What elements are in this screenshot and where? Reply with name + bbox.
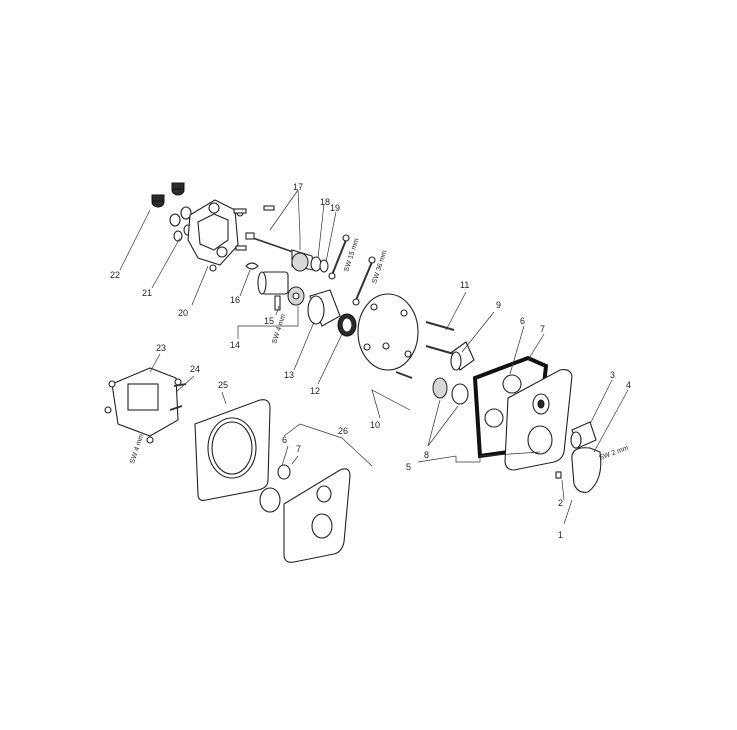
part-26-trim-plate — [283, 468, 351, 563]
part-16-spring-clip — [245, 262, 259, 270]
callout-13: 13 — [284, 370, 294, 380]
callout-23: 23 — [156, 343, 166, 353]
part-15-allen-key — [274, 295, 281, 311]
wrench-sw36 — [352, 256, 376, 306]
callout-12: 12 — [310, 386, 320, 396]
part-23-rough-in-body — [104, 367, 187, 444]
part-17-cartridge — [245, 232, 315, 272]
part-12-ring — [337, 313, 357, 337]
part-3-sleeve — [570, 421, 597, 449]
part-10-round-plate — [357, 293, 419, 371]
callout-20: 20 — [178, 308, 188, 318]
callout-9: 9 — [496, 300, 501, 310]
callout-26: 26 — [338, 426, 348, 436]
callout-11: 11 — [460, 280, 469, 290]
leader-lines — [119, 189, 629, 525]
tool-label-sw2: SW 2 mm — [598, 445, 629, 462]
part-8-nut-seal — [432, 377, 469, 405]
part-25-mounting-frame — [194, 399, 271, 501]
callout-25: 25 — [218, 380, 228, 390]
callout-14: 14 — [230, 340, 240, 350]
part-6-7-lower-seals — [259, 464, 291, 513]
tool-label-sw4-lower: SW 4 mm — [129, 433, 145, 465]
part-9-cylinder — [450, 341, 475, 371]
tool-label-sw36: SW 36 mm — [371, 249, 388, 284]
callout-18: 18 — [320, 197, 330, 207]
callout-6: 6 — [520, 316, 525, 326]
callout-19: 19 — [330, 203, 340, 213]
callout-2: 2 — [558, 498, 563, 508]
callout-5: 5 — [406, 462, 411, 472]
part-20-mixer-body — [187, 199, 244, 272]
part-4-lever-handle — [571, 447, 602, 493]
part-13-sleeve — [307, 289, 341, 327]
part-5-cover-plate — [504, 369, 573, 471]
part-18-19-nuts — [310, 256, 329, 273]
part-22-caps — [151, 182, 185, 208]
wrench-sw15 — [328, 234, 350, 280]
callout-6-lower: 6 — [282, 435, 287, 445]
callout-10: 10 — [370, 420, 380, 430]
callout-15: 15 — [264, 316, 274, 326]
callout-4: 4 — [626, 380, 631, 390]
callout-24: 24 — [190, 364, 200, 374]
callout-17: 17 — [293, 182, 303, 192]
part-2-screw — [555, 471, 562, 479]
part-11-screws — [395, 321, 455, 379]
callout-8: 8 — [424, 450, 429, 460]
cartridge-14-assembly — [257, 271, 305, 306]
small-screws — [233, 205, 275, 251]
callout-7-lower: 7 — [296, 444, 301, 454]
callout-3: 3 — [610, 370, 615, 380]
callout-labels: 1 2 3 4 5 6 7 8 9 10 11 12 13 14 15 16 1… — [110, 182, 631, 540]
callout-7: 7 — [540, 324, 545, 334]
callout-16: 16 — [230, 295, 240, 305]
callout-21: 21 — [142, 288, 152, 298]
callout-1: 1 — [558, 530, 563, 540]
callout-22: 22 — [110, 270, 120, 280]
